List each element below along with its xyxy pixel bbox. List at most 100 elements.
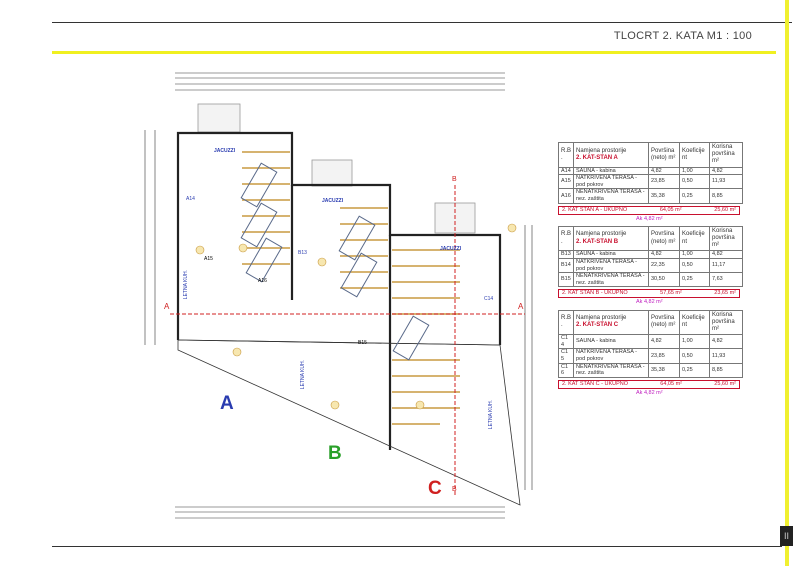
col-rb: R.B.	[558, 142, 574, 168]
level-markers	[195, 223, 517, 410]
room-label-jacuzzi-c: JACUZZI	[440, 246, 462, 252]
room-label-c14: C14	[484, 296, 494, 302]
col-useful: Korisna površina m²	[709, 142, 743, 168]
cell: 4,82	[709, 166, 743, 176]
total-useful: 25,60 m²	[714, 380, 736, 387]
total-label: 2. KAT STAN A - UKUPNO	[562, 206, 628, 213]
sheet-title: TLOCRT 2. KATA M1 : 100	[613, 30, 752, 42]
room-label-a15: A15	[204, 256, 213, 262]
cell: 0,25	[679, 272, 710, 288]
dimension-lines	[144, 72, 533, 519]
cell: SAUNA - kabina	[573, 166, 649, 176]
terrace-outline	[177, 339, 521, 506]
yellow-margin-line	[785, 0, 789, 566]
ak-value: Ak 4,82 m²	[636, 215, 663, 222]
cell: 1,00	[679, 334, 710, 350]
room-label-jacuzzi-a: JACUZZI	[214, 148, 236, 154]
cell: 35,38	[648, 188, 680, 204]
section-marker-a-right: A	[518, 302, 524, 311]
cell: 11,93	[709, 348, 743, 364]
col-area: Površina (neto) m²	[648, 225, 680, 252]
col-area: Površina (neto) m²	[648, 309, 680, 336]
total-row: 2. KAT STAN C - UKUPNO 64,05 m² 25,60 m²	[558, 379, 740, 389]
total-label: 2. KAT STAN C - UKUPNO	[562, 380, 629, 387]
cell: B13	[558, 250, 574, 259]
unit-label-c: C	[428, 478, 442, 499]
total-area: 64,05 m²	[660, 380, 682, 387]
ak-value: Ak 4,82 m²	[636, 299, 663, 306]
yellow-rule	[52, 51, 776, 57]
cell: NATKRIVENA TERASA - pod pokrov	[573, 174, 649, 190]
cell: A15	[558, 174, 574, 190]
pergola-slats	[242, 151, 460, 425]
cell: 7,63	[709, 272, 743, 288]
cell: NATKRIVENA TERASA - pod pokrov	[573, 257, 649, 274]
cell: NENATKRIVENA TERASA - nez. zaštita	[573, 362, 649, 378]
room-label-kitchen-c: LETNA KUH.	[488, 400, 494, 430]
unit-label-b: B	[328, 443, 342, 464]
loungers	[240, 162, 430, 361]
cell: A14	[558, 166, 574, 176]
unit-label-a: A	[220, 393, 234, 414]
room-label-kitchen-b: LETNA KUH.	[300, 360, 306, 390]
walls	[176, 131, 502, 450]
top-border-line	[52, 22, 792, 23]
cell: 11,93	[709, 174, 743, 190]
page-marker: II	[780, 526, 793, 546]
cell: B14	[558, 257, 574, 274]
room-label-jacuzzi-b: JACUZZI	[322, 198, 344, 204]
col-useful: Korisna površina m²	[709, 309, 743, 336]
col-name: Namjena prostorije	[576, 315, 627, 322]
col-name: Namjena prostorije	[576, 231, 627, 238]
section-marker-b-top: B	[452, 176, 457, 183]
cell: 4,82	[709, 250, 743, 259]
section-marker-a-left: A	[164, 302, 170, 311]
cell: 30,50	[648, 272, 680, 288]
cell: 35,38	[648, 362, 680, 378]
cell: 1,00	[679, 166, 710, 176]
cell: 0,50	[679, 257, 710, 274]
total-label: 2. KAT STAN B - UKUPNO	[562, 290, 628, 297]
col-name: Namjena prostorije	[576, 147, 627, 154]
cell: NENATKRIVENA TERASA - nez. zaštita	[573, 188, 649, 204]
room-label-kitchen-a: LETNA KUH.	[183, 270, 189, 300]
section-lines	[170, 185, 525, 495]
cell: 23,85	[648, 174, 680, 190]
total-useful: 23,65 m²	[714, 290, 736, 297]
cell: B15	[558, 272, 574, 288]
col-rb: R.B.	[558, 309, 574, 336]
cell: 11,17	[709, 257, 743, 274]
col-useful: Korisna površina m²	[709, 225, 743, 252]
cell: 0,50	[679, 174, 710, 190]
col-rb: R.B.	[558, 225, 574, 252]
room-label-b13: B13	[298, 250, 307, 256]
cell: 8,85	[709, 188, 743, 204]
chimneys	[197, 103, 476, 234]
ak-value: Ak 4,82 m²	[636, 389, 663, 396]
bottom-border-line	[52, 546, 782, 547]
cell: A16	[558, 188, 574, 204]
cell: SAUNA - kabina	[573, 250, 649, 259]
cell: C14	[558, 334, 574, 350]
col-coef: Koeficijent	[679, 225, 710, 252]
cell: SAUNA - kabina	[573, 334, 649, 350]
cell: 4,82	[648, 166, 680, 176]
cell: 0,25	[679, 362, 710, 378]
room-label-a16: A16	[258, 278, 267, 284]
cell: 22,35	[648, 257, 680, 274]
cell: C15	[558, 348, 574, 364]
